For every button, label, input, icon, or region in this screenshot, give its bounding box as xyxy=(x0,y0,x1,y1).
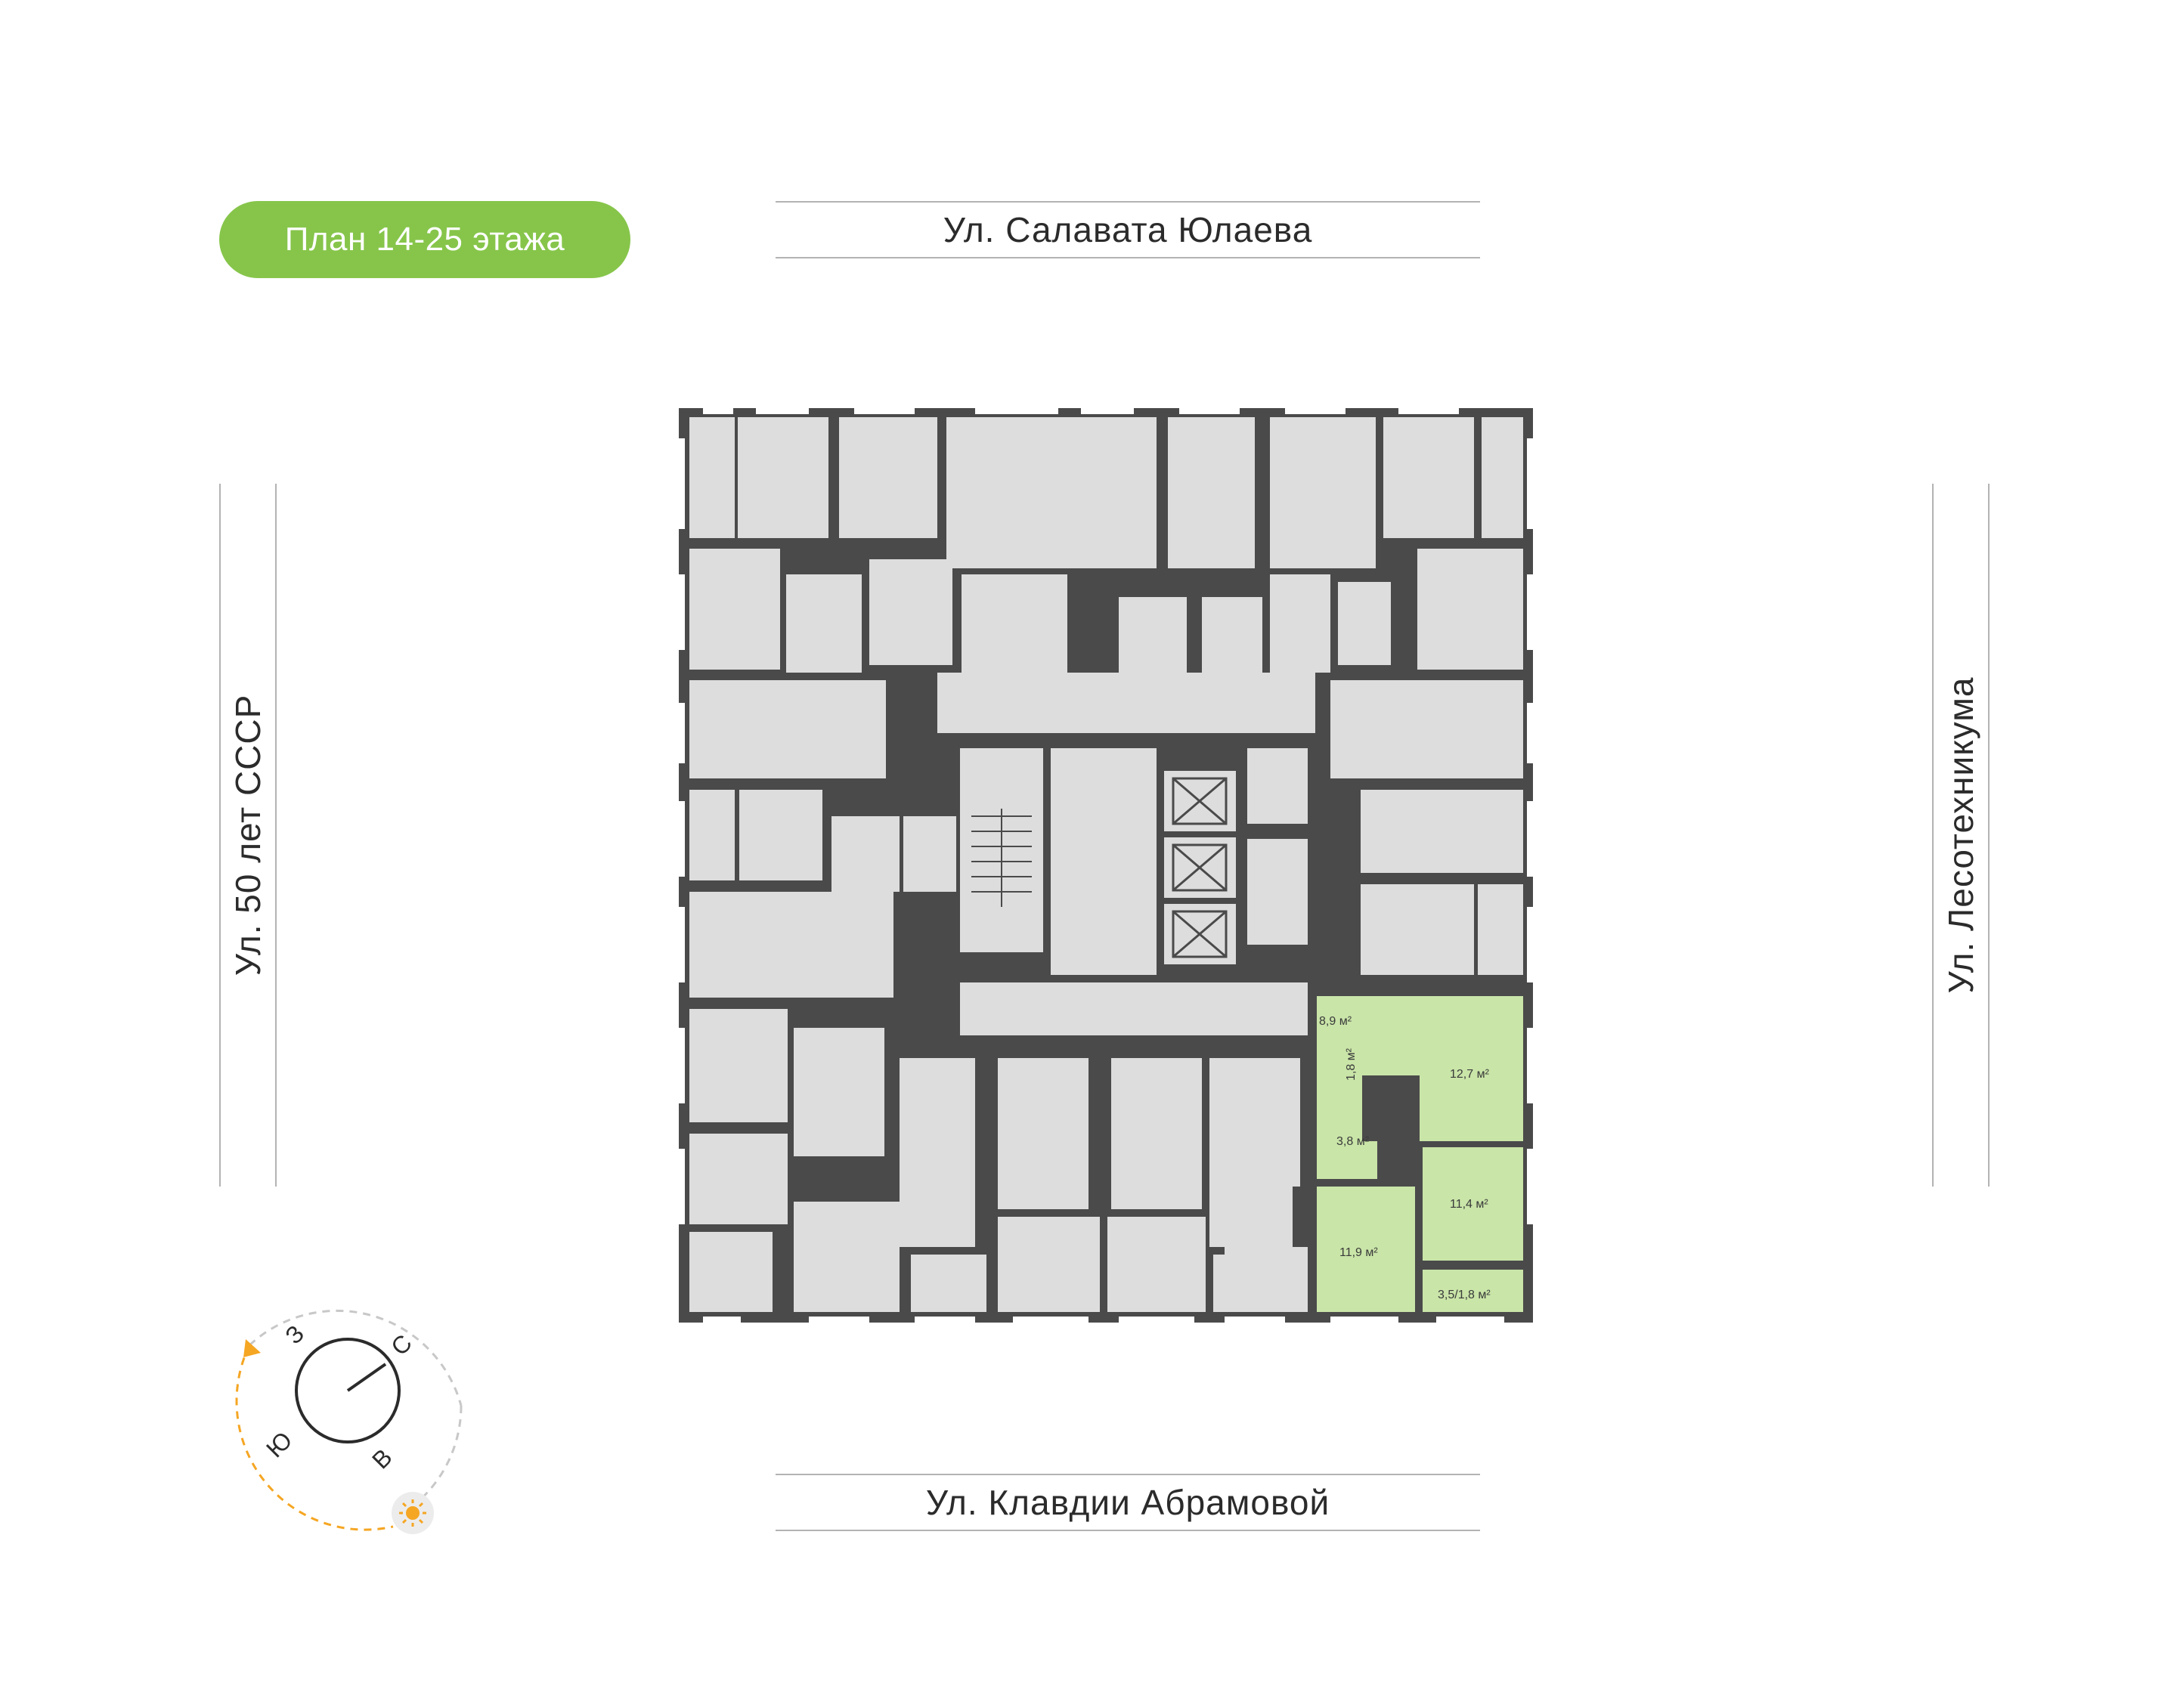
area-wc: 1,8 м² xyxy=(1345,1047,1358,1081)
room xyxy=(794,1202,900,1312)
room xyxy=(689,549,780,670)
area-bath: 3,8 м² xyxy=(1336,1135,1370,1148)
compass-needle xyxy=(346,1363,387,1392)
room xyxy=(738,417,828,538)
room xyxy=(689,790,735,880)
compass-path-dashed-2 xyxy=(392,1405,463,1521)
room xyxy=(900,1058,975,1247)
apt-bath xyxy=(1317,1141,1377,1179)
room xyxy=(1202,597,1262,673)
room xyxy=(839,417,937,538)
room xyxy=(689,1232,773,1312)
area-balcony: 3,5/1,8 м² xyxy=(1438,1289,1491,1301)
apt-balcony xyxy=(1423,1270,1523,1312)
room xyxy=(1111,1058,1202,1209)
apt-bedroom1 xyxy=(1423,1147,1523,1261)
room xyxy=(1361,884,1474,975)
apt-kitchen xyxy=(1420,1058,1523,1141)
elevator-marks xyxy=(1172,777,1228,958)
room xyxy=(689,417,735,538)
room xyxy=(739,790,822,880)
compass-west: З xyxy=(280,1320,309,1349)
room xyxy=(1383,417,1474,538)
room xyxy=(903,816,956,892)
room xyxy=(689,892,893,998)
street-east-label: Ул. Лесотехникума xyxy=(1932,484,1990,1187)
room xyxy=(1107,1217,1206,1312)
room xyxy=(786,574,862,673)
room xyxy=(689,1134,788,1224)
compass-circle xyxy=(295,1338,401,1443)
lift-hall xyxy=(1051,748,1157,975)
room xyxy=(794,1028,884,1156)
sun-path-arrow-icon xyxy=(243,1339,261,1357)
floor-plan-title: План 14-25 этажа xyxy=(219,201,630,278)
room xyxy=(1478,884,1523,975)
compass-north: С xyxy=(386,1329,417,1361)
room xyxy=(962,574,1067,673)
street-north-label: Ул. Салавата Юлаева xyxy=(776,201,1480,258)
stair-marks xyxy=(971,809,1032,907)
area-bedroom2: 11,9 м² xyxy=(1339,1246,1378,1259)
sun-icon xyxy=(392,1492,434,1534)
apt-wc xyxy=(1317,1073,1362,1141)
room xyxy=(1247,748,1308,824)
sun-path-arc xyxy=(235,1344,394,1531)
windows xyxy=(679,408,1533,1323)
room xyxy=(998,1217,1100,1312)
room xyxy=(689,680,886,778)
corridor xyxy=(960,982,1308,1035)
room xyxy=(1482,417,1523,538)
room xyxy=(998,1058,1088,1209)
compass-south: Ю xyxy=(261,1426,297,1462)
room xyxy=(831,816,900,892)
area-kitchen: 12,7 м² xyxy=(1450,1068,1490,1081)
room xyxy=(1058,417,1157,568)
highlighted-apartment xyxy=(1317,996,1523,1312)
corridor xyxy=(937,673,1315,733)
room xyxy=(1225,1247,1308,1312)
compass-east: В xyxy=(367,1443,398,1474)
street-west-label: Ул. 50 лет СССР xyxy=(219,484,277,1187)
room xyxy=(1338,582,1391,665)
room xyxy=(1361,790,1523,873)
area-hall: 8,9 м² xyxy=(1319,1015,1352,1028)
apt-bedroom2 xyxy=(1317,1187,1415,1312)
room xyxy=(1417,549,1523,670)
compass-path-dashed xyxy=(248,1309,463,1406)
room xyxy=(1270,417,1376,568)
room xyxy=(1119,597,1187,673)
room xyxy=(1330,680,1523,778)
area-bedroom1: 11,4 м² xyxy=(1450,1198,1488,1211)
room xyxy=(689,1009,788,1122)
room xyxy=(1270,574,1330,673)
street-south-label: Ул. Клавдии Абрамовой xyxy=(776,1474,1480,1531)
room xyxy=(1225,1058,1300,1187)
room xyxy=(911,1255,986,1312)
room xyxy=(1247,839,1308,945)
room xyxy=(1168,417,1255,568)
rooms-layer xyxy=(689,417,1523,1312)
room xyxy=(869,559,952,665)
compass: З С Ю В xyxy=(235,1309,463,1534)
